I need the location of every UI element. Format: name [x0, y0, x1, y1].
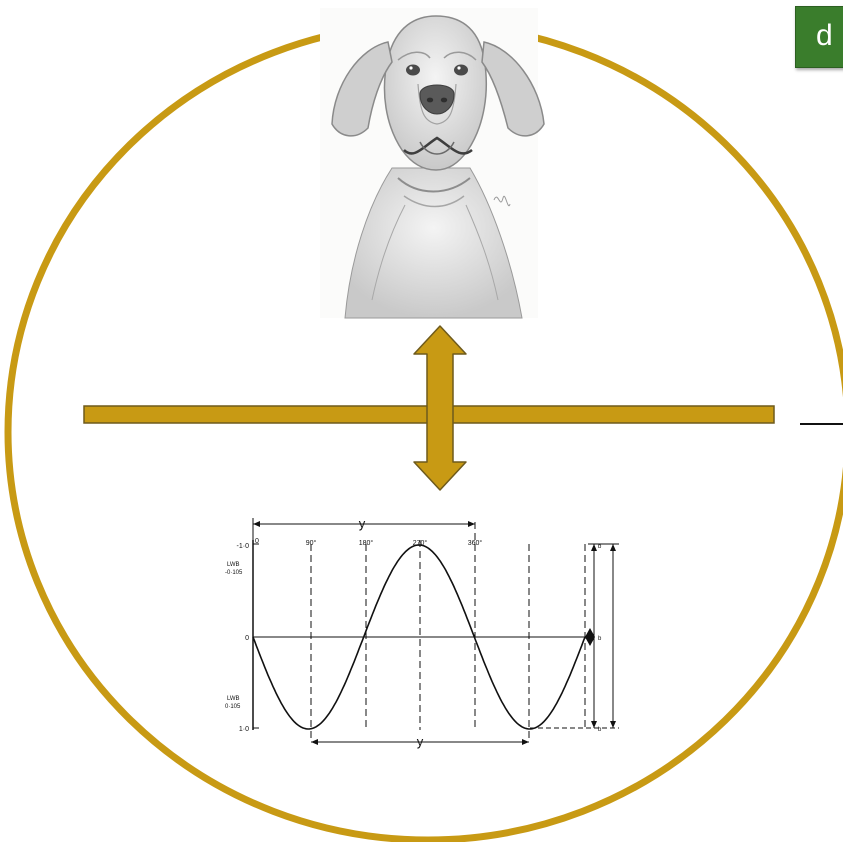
- y-label-zero: 0: [245, 635, 249, 642]
- y-label-top: -1·0: [237, 543, 250, 550]
- phase-label-360: 360°: [468, 539, 483, 547]
- right-dim-arrowheads: [591, 544, 616, 728]
- left-note-4: 0·105: [225, 704, 241, 710]
- y-label-bottom: 1·0: [239, 726, 249, 733]
- left-note-3: LWB: [227, 696, 240, 702]
- left-note-2: -0·105: [225, 570, 243, 576]
- wave-diagram: y y 0 90° 180° 270° 360° -1·0 0 1·0 LWB …: [225, 516, 619, 749]
- dog-sketch-image: [320, 8, 545, 319]
- phase-label-90: 90°: [306, 539, 317, 547]
- right-label-mid: b: [598, 636, 602, 642]
- badge-label: d: [816, 19, 833, 52]
- top-span-label: y: [359, 516, 366, 531]
- double-headed-arrow: [413, 325, 467, 491]
- right-label-top: b: [598, 544, 602, 550]
- right-diamond-marker: [585, 628, 595, 646]
- phase-label-0: 0: [255, 538, 259, 545]
- right-label-bottom: b: [598, 727, 602, 733]
- wave-curve: [252, 544, 586, 730]
- phase-label-180: 180°: [359, 539, 374, 547]
- left-note-1: LWB: [227, 562, 240, 568]
- corner-badge: d: [795, 6, 843, 68]
- bottom-span-label: y: [417, 734, 424, 749]
- phase-label-270: 270°: [413, 539, 428, 547]
